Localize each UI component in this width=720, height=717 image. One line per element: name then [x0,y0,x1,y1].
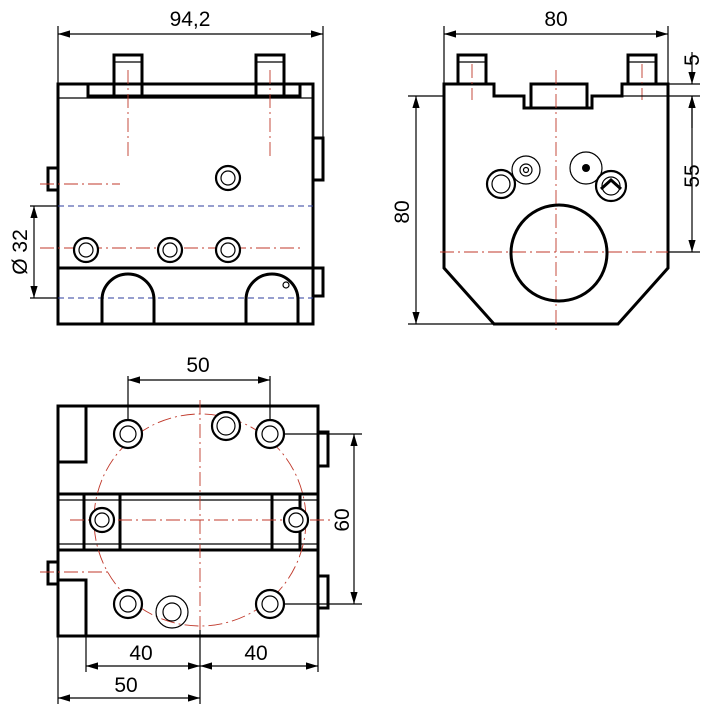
front-screw-upper [214,164,242,192]
side-coolant-port-right [569,151,628,203]
side-top-offset-dim-label: 5 [681,54,704,66]
front-view: 94,2 Ø 32 [9,8,325,326]
top-connector [210,410,242,442]
top-hole-spacing-x-label: 50 [186,354,209,377]
front-bore-right [244,272,300,324]
side-view: 80 80 5 55 [391,8,704,330]
front-body-outline [56,82,315,326]
top-offset-right-label: 40 [244,642,267,665]
side-coolant-port-left [485,155,541,200]
top-offset-bottom-label: 50 [114,674,137,697]
top-view: 50 60 40 40 50 [40,354,362,704]
front-bore-left [100,272,156,324]
front-width-dim-label: 94,2 [170,8,211,31]
top-offset-left-label: 40 [129,642,152,665]
top-mount-holes [112,418,286,620]
side-center-height-dim-label: 55 [681,164,704,187]
side-main-bore [509,203,609,303]
front-bore-dim-label: Ø 32 [9,229,32,275]
side-height-dim-label: 80 [391,200,414,223]
top-bottom-port [155,595,189,629]
side-width-dim-label: 80 [544,8,567,31]
front-screw-row [72,236,242,264]
top-body-outline [56,404,320,638]
top-hole-spacing-y-label: 60 [331,508,354,531]
